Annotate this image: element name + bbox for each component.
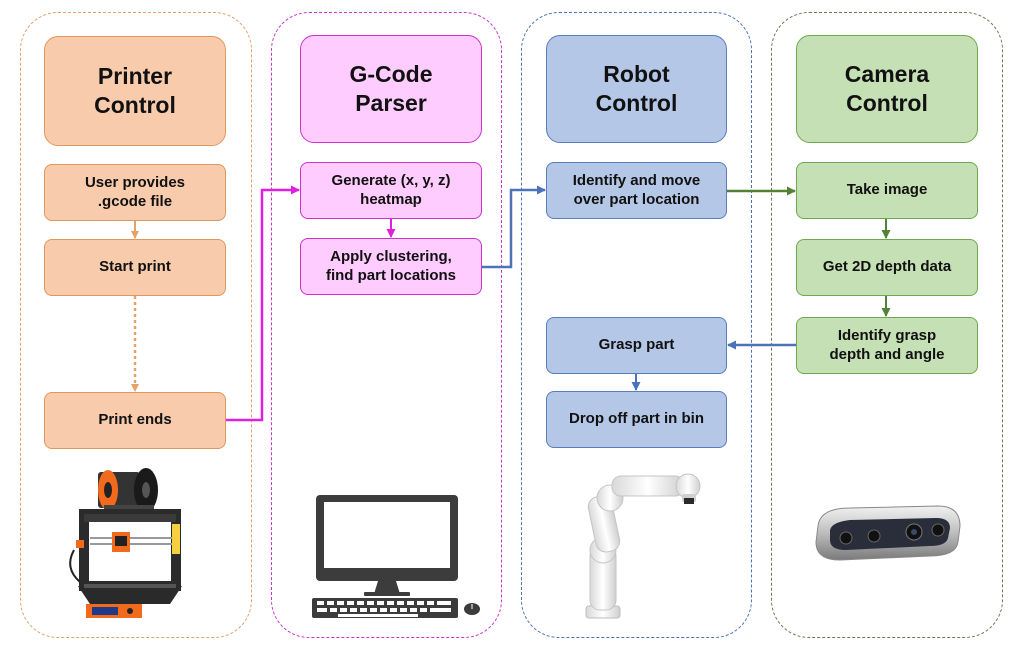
step-get-depth-data: Get 2D depth data xyxy=(796,239,978,296)
step-take-image: Take image xyxy=(796,162,978,219)
robot-control-header: Robot Control xyxy=(546,35,727,143)
step-user-provides-gcode: User provides .gcode file xyxy=(44,164,226,221)
arrow-clustering-to-robot xyxy=(482,185,546,269)
step-identify-and-move: Identify and move over part location xyxy=(546,162,727,219)
desktop-computer-illustration xyxy=(312,495,480,618)
lane-gcode-parser xyxy=(271,12,502,638)
lane-camera-control xyxy=(771,12,1003,638)
3d-printer-illustration xyxy=(69,468,182,618)
step-drop-off-part: Drop off part in bin xyxy=(546,391,727,448)
step-grasp-part: Grasp part xyxy=(546,317,727,374)
arrow-print-ends-to-heatmap xyxy=(226,185,300,422)
step-generate-heatmap: Generate (x, y, z) heatmap xyxy=(300,162,482,219)
step-print-ends: Print ends xyxy=(44,392,226,449)
robot-arm-illustration xyxy=(585,473,701,619)
lane-robot-control xyxy=(521,12,752,638)
step-identify-grasp: Identify grasp depth and angle xyxy=(796,317,978,374)
camera-control-header: Camera Control xyxy=(796,35,978,143)
step-apply-clustering: Apply clustering, find part locations xyxy=(300,238,482,295)
step-start-print: Start print xyxy=(44,239,226,296)
printer-control-header: Printer Control xyxy=(44,36,226,146)
gcode-parser-header: G-Code Parser xyxy=(300,35,482,143)
lane-printer-control xyxy=(20,12,252,638)
depth-camera-illustration xyxy=(815,505,961,561)
